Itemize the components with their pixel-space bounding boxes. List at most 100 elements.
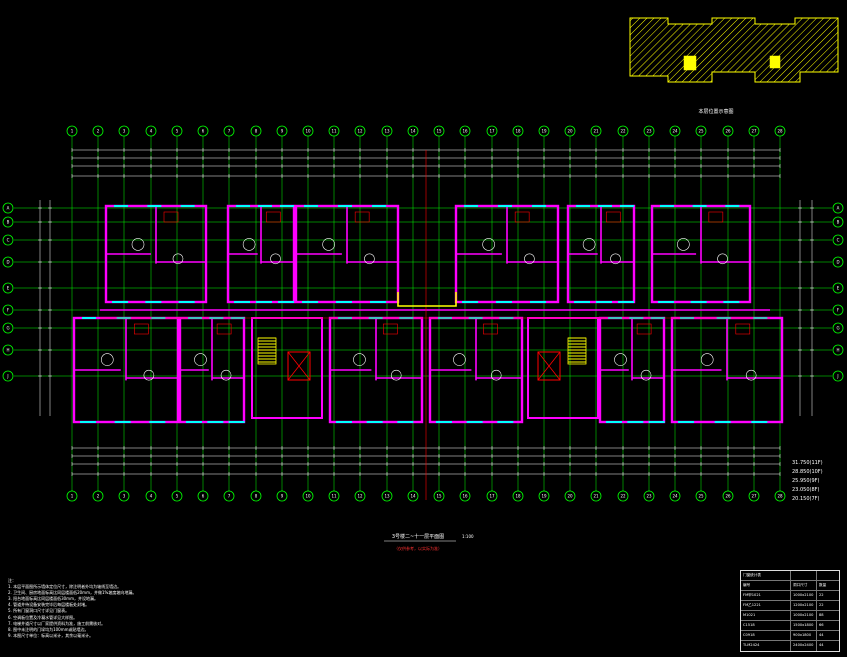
table-row: 门窗统计表	[741, 571, 839, 581]
note-line: 8. 图中未注明的门垛均为100mm或贴墙边。	[8, 626, 89, 632]
svg-text:E: E	[7, 286, 10, 291]
svg-text:23: 23	[646, 129, 652, 134]
elevation-list: 31.750(11F)28.850(10F)25.950(9F)23.050(8…	[792, 460, 823, 502]
svg-text:9: 9	[281, 494, 284, 499]
svg-text:12: 12	[357, 129, 363, 134]
svg-text:4: 4	[150, 129, 153, 134]
svg-text:27: 27	[751, 129, 757, 134]
svg-text:25: 25	[698, 129, 704, 134]
svg-text:C: C	[837, 238, 840, 243]
svg-text:21: 21	[593, 494, 599, 499]
svg-text:6: 6	[202, 129, 205, 134]
elevation-label: 20.150(7F)	[792, 496, 820, 502]
svg-text:6: 6	[202, 494, 205, 499]
svg-text:J: J	[836, 374, 838, 379]
svg-text:5: 5	[176, 129, 179, 134]
svg-text:10: 10	[305, 494, 311, 499]
table-row: 编号洞口尺寸数量	[741, 581, 839, 591]
svg-text:A: A	[7, 206, 10, 211]
elevation-label: 28.850(10F)	[792, 469, 823, 475]
svg-text:15: 15	[436, 494, 442, 499]
svg-text:19: 19	[541, 129, 547, 134]
svg-text:8: 8	[255, 494, 258, 499]
svg-text:17: 17	[489, 494, 495, 499]
svg-text:26: 26	[725, 129, 731, 134]
svg-text:22: 22	[620, 129, 626, 134]
svg-text:G: G	[6, 326, 9, 331]
drawing-subtitle: （仅供参考，以实际为准）	[394, 545, 442, 551]
svg-text:27: 27	[751, 494, 757, 499]
svg-text:9: 9	[281, 129, 284, 134]
svg-text:H: H	[836, 348, 839, 353]
svg-text:11: 11	[331, 494, 337, 499]
svg-text:28: 28	[777, 129, 783, 134]
note-line: 3. 阳台地面标高比同层楼面低30mm，并设地漏。	[8, 596, 98, 602]
svg-text:2: 2	[97, 494, 100, 499]
svg-text:20: 20	[567, 494, 573, 499]
svg-text:23: 23	[646, 494, 652, 499]
svg-text:16: 16	[462, 494, 468, 499]
svg-text:17: 17	[489, 129, 495, 134]
svg-text:25: 25	[698, 494, 704, 499]
svg-text:20: 20	[567, 129, 573, 134]
svg-text:13: 13	[384, 494, 390, 499]
svg-text:7: 7	[228, 129, 231, 134]
svg-text:5: 5	[176, 494, 179, 499]
svg-text:C: C	[7, 238, 10, 243]
svg-text:1: 1	[71, 129, 74, 134]
note-line: 5. 所有门窗洞口尺寸详见门窗表。	[8, 608, 70, 614]
drawing-title: 3号楼二~十一层平面图	[392, 533, 444, 540]
svg-text:28: 28	[777, 494, 783, 499]
svg-text:10: 10	[305, 129, 311, 134]
svg-text:H: H	[6, 348, 9, 353]
svg-text:13: 13	[384, 129, 390, 134]
svg-text:1: 1	[71, 494, 74, 499]
svg-text:21: 21	[593, 129, 599, 134]
svg-text:B: B	[7, 220, 10, 225]
notes-heading: 注：	[8, 578, 16, 583]
svg-text:J: J	[6, 374, 8, 379]
elevation-label: 31.750(11F)	[792, 460, 823, 466]
svg-text:15: 15	[436, 129, 442, 134]
elevation-label: 23.050(8F)	[792, 487, 820, 493]
svg-text:18: 18	[515, 494, 521, 499]
svg-text:19: 19	[541, 494, 547, 499]
note-line: 1. 本层平面图所示墙体定位尺寸，除注明者外均为轴线至墙边。	[8, 584, 122, 590]
note-line: 2. 卫生间、厨房地面标高比同层楼面低20mm，并做1%坡度坡向地漏。	[8, 590, 137, 596]
svg-text:14: 14	[410, 129, 416, 134]
note-line: 7. 电梯井道尺寸以厂家提供资料为准，施工前需核对。	[8, 620, 106, 626]
svg-text:24: 24	[672, 129, 678, 134]
svg-text:16: 16	[462, 129, 468, 134]
keyplan-hatch	[629, 17, 839, 83]
dimension-lines	[38, 148, 814, 476]
keyplan-label: 本层位置示意图	[698, 108, 733, 115]
grid-lines	[14, 140, 832, 500]
note-line: 9. 本图尺寸单位：标高以米计，其余以毫米计。	[8, 632, 94, 638]
svg-text:22: 22	[620, 494, 626, 499]
svg-text:18: 18	[515, 129, 521, 134]
wall-outlines	[72, 204, 784, 424]
svg-text:B: B	[837, 220, 840, 225]
svg-text:A: A	[837, 206, 840, 211]
svg-text:14: 14	[410, 494, 416, 499]
svg-text:24: 24	[672, 494, 678, 499]
svg-text:11: 11	[331, 129, 337, 134]
svg-text:F: F	[837, 308, 840, 313]
svg-text:D: D	[836, 260, 839, 265]
svg-text:G: G	[836, 326, 839, 331]
svg-text:12: 12	[357, 494, 363, 499]
svg-text:3: 3	[123, 129, 126, 134]
note-line: 6. 空调板位置及冷凝水管详见大样图。	[8, 614, 78, 620]
svg-text:D: D	[6, 260, 9, 265]
drawing-scale: 1:100	[462, 534, 474, 539]
note-line: 4. 管道井待设备安装完毕后每层楼板处封堵。	[8, 602, 90, 608]
